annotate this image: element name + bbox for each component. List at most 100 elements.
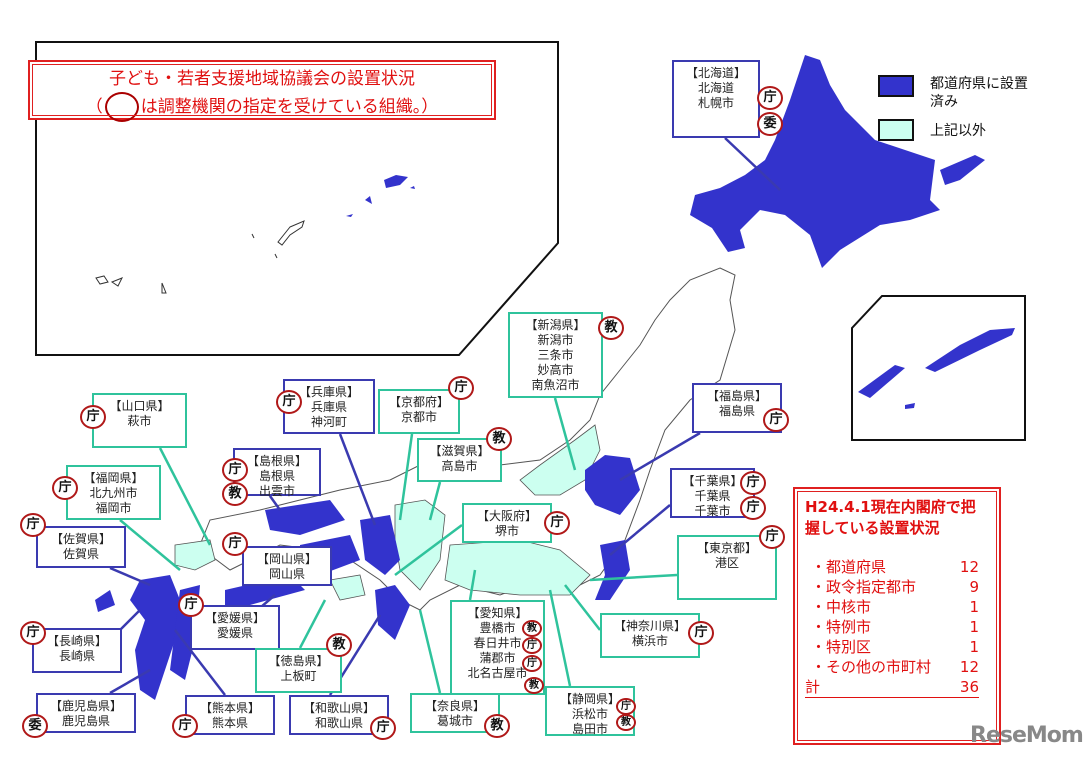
callout-organization: 福岡市 [95, 501, 132, 515]
callout-prefecture: 【長崎県】 [46, 634, 107, 648]
callout-box: 【島根県】島根県出雲市 [233, 448, 321, 498]
callout-organization: 長崎県 [58, 649, 95, 663]
callout-prefecture: 【徳島県】 [268, 654, 329, 668]
coordinating-agency-badge: 庁 [222, 458, 248, 482]
hokkaido [690, 55, 940, 268]
coordinating-agency-badge: 庁 [178, 593, 204, 617]
callout-box: 【福島県】福島県 [692, 383, 782, 433]
callout-organization: 千葉県 [694, 489, 731, 503]
title-paren: （ [85, 97, 103, 117]
callout-organization: 春日井市 [473, 636, 522, 650]
total-label: 計 [805, 678, 821, 696]
coordinating-agency-badge: 教 [522, 620, 542, 637]
callout-box: 【鹿児島県】鹿児島県 [36, 693, 136, 733]
coordinating-agency-badge: 庁 [20, 513, 46, 537]
callout-box: 【徳島県】上板町 [255, 648, 342, 693]
callout-organization: 京都市 [400, 410, 437, 424]
summary-value: 9 [969, 578, 979, 596]
summary-total: 計 36 [805, 677, 979, 698]
summary-label: ・特例市 [811, 618, 872, 636]
legend-swatch-other [878, 119, 914, 141]
summary-heading-line: 握している設置状況 [805, 519, 940, 537]
summary-value: 1 [969, 618, 979, 636]
summary-value: 1 [969, 598, 979, 616]
coordinating-agency-badge: 庁 [616, 698, 636, 715]
callout-box: 【長崎県】長崎県 [32, 628, 122, 673]
callout-box: 【神奈川県】横浜市 [600, 613, 700, 658]
northern-islands-inset [858, 328, 1015, 409]
coordinating-agency-badge: 庁 [172, 714, 198, 738]
coordinating-agency-badge: 教 [616, 714, 636, 731]
coordinating-agency-badge: 庁 [20, 621, 46, 645]
callout-organization: 堺市 [494, 524, 519, 538]
summary-label: ・中核市 [811, 598, 872, 616]
callout-organization: 萩市 [127, 414, 152, 428]
title-line-2: （は調整機関の指定を受けている組織。） [30, 92, 494, 122]
coordinating-agency-badge: 庁 [52, 476, 78, 500]
summary-row: ・特別区 1 [805, 637, 979, 657]
callout-organization: 浜松市 [571, 707, 608, 721]
callout-box: 【大阪府】堺市 [462, 503, 552, 543]
callout-box: 【兵庫県】兵庫県神河町 [283, 379, 375, 434]
summary-heading-line: H24.4.1現在内閣府で把 [805, 498, 976, 516]
legend-label-other: 上記以外 [930, 123, 986, 139]
callout-prefecture: 【大阪府】 [476, 509, 537, 523]
callout-prefecture: 【佐賀県】 [50, 532, 111, 546]
coordinating-agency-badge: 教 [484, 714, 510, 738]
title-line-1: 子ども・若者支援地域協議会の設置状況 [109, 69, 415, 89]
callout-prefecture: 【山口県】 [109, 399, 170, 413]
callout-prefecture: 【福島県】 [706, 389, 767, 403]
callout-prefecture: 【千葉県】 [682, 474, 743, 488]
coordinating-agency-badge: 教 [598, 316, 624, 340]
callout-organization: 横浜市 [631, 634, 668, 648]
coordinating-agency-badge: 庁 [759, 525, 785, 549]
other-regions [174, 424, 601, 601]
callout-prefecture: 【熊本県】 [199, 701, 260, 715]
callout-box: 【新潟県】新潟市三条市妙高市南魚沼市 [508, 312, 603, 398]
callout-box: 【福岡県】北九州市福岡市 [66, 465, 161, 520]
callout-organization: 南魚沼市 [531, 378, 580, 392]
callout-box: 【佐賀県】佐賀県 [36, 526, 126, 568]
okinawa-islands [95, 175, 415, 294]
summary-label: ・その他の市町村 [811, 658, 932, 676]
callout-organization: 島田市 [571, 722, 608, 736]
callout-prefecture: 【和歌山県】 [302, 701, 375, 715]
summary-label: ・特別区 [811, 638, 872, 656]
callout-box: 【京都府】京都市 [378, 389, 460, 434]
legend-swatch-established [878, 75, 914, 97]
callout-box: 【奈良県】葛城市 [410, 693, 500, 733]
callout-organization: 北名古屋市 [467, 666, 528, 680]
summary-value: 1 [969, 638, 979, 656]
callout-organization: 兵庫県 [310, 400, 347, 414]
callout-prefecture: 【福岡県】 [83, 471, 144, 485]
summary-value: 12 [959, 658, 979, 676]
callout-organization: 北海道 [697, 81, 734, 95]
callout-prefecture: 【神奈川県】 [613, 619, 686, 633]
callout-prefecture: 【島根県】 [246, 454, 307, 468]
summary-label: ・政令指定都市 [811, 578, 917, 596]
callout-organization: 島根県 [258, 469, 295, 483]
callout-box: 【愛媛県】愛媛県 [190, 605, 280, 650]
callout-prefecture: 【北海道】 [685, 66, 746, 80]
callout-box: 【北海道】北海道札幌市 [672, 60, 760, 138]
total-value: 36 [959, 678, 979, 696]
watermark-logo: ReseMom [970, 723, 1083, 748]
callout-organization: 北九州市 [89, 486, 138, 500]
callout-organization: 港区 [714, 556, 739, 570]
coordinating-agency-badge: 庁 [276, 390, 302, 414]
summary-row: ・中核市 1 [805, 597, 979, 617]
coordinating-agency-badge: 庁 [522, 637, 542, 654]
callout-organization: 妙高市 [537, 363, 574, 377]
callout-box: 【熊本県】熊本県 [185, 695, 275, 735]
coordinating-agency-badge: 庁 [688, 621, 714, 645]
callout-organization: 鹿児島県 [61, 714, 110, 728]
callout-organization: 出雲市 [258, 484, 295, 498]
callout-organization: 上板町 [280, 669, 317, 683]
kuril-islands [940, 155, 985, 185]
callout-organization: 新潟市 [537, 333, 574, 347]
coordinating-agency-badge: 庁 [522, 655, 542, 672]
callout-organization: 福島県 [718, 404, 755, 418]
coordinating-agency-badge: 教 [222, 482, 248, 506]
